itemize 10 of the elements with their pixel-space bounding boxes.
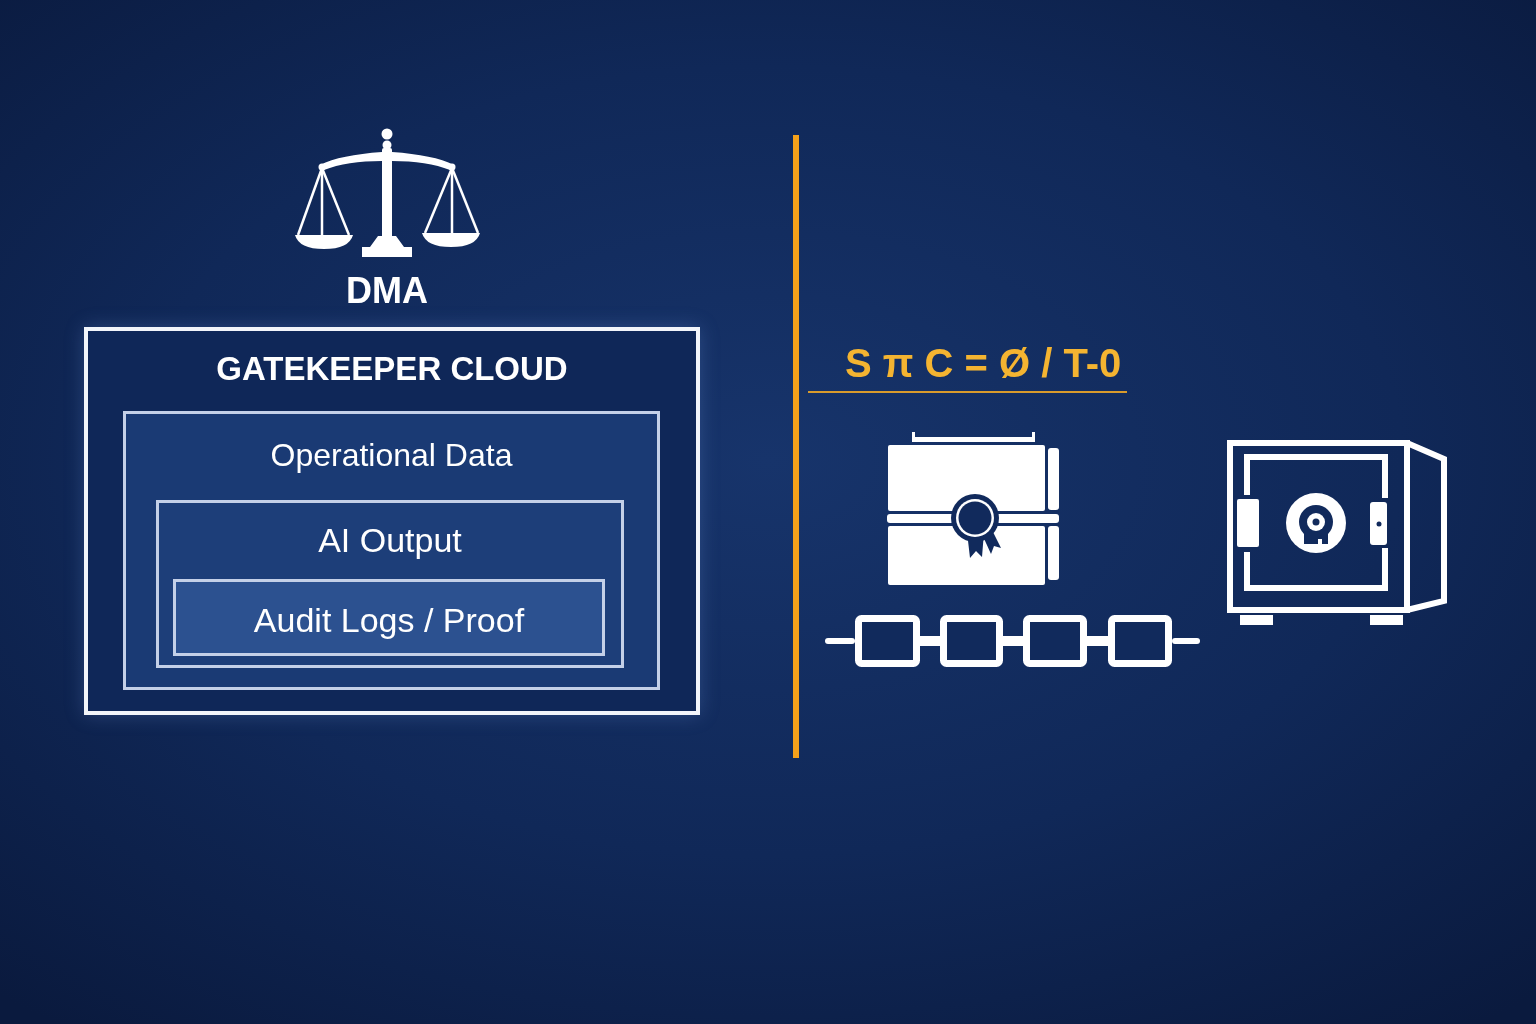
formula-text: S π C = Ø / T-0: [845, 340, 1122, 387]
innermost-layer-box: [173, 579, 605, 656]
box-label: Operational Data: [270, 435, 513, 475]
box-label: Audit Logs / Proof: [253, 599, 525, 641]
outer-container-box: [84, 327, 700, 715]
box-heading: GATEKEEPER CLOUD: [216, 349, 568, 389]
heading-text: DMA: [346, 269, 428, 313]
layer-box: [123, 411, 660, 690]
box-label: AI Output: [318, 519, 462, 561]
inner-layer-box: [156, 500, 624, 668]
